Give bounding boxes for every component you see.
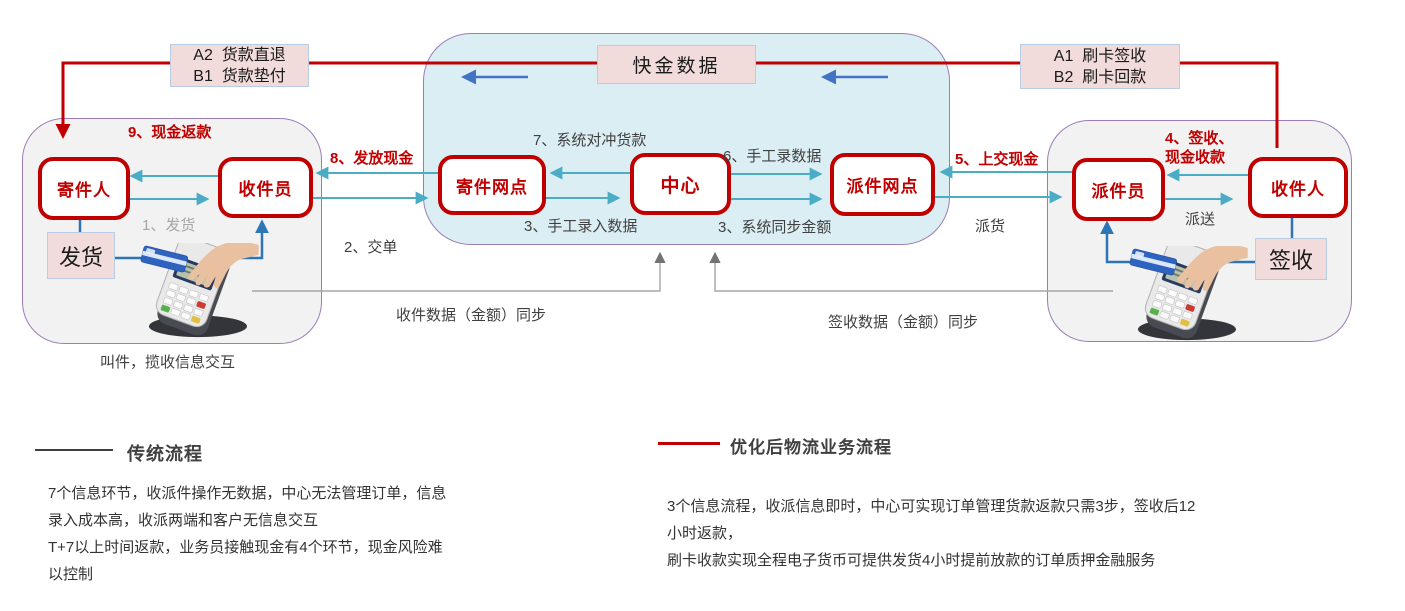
legend-optimized-line <box>658 442 720 445</box>
label-sign-sync: 签收数据（金额）同步 <box>828 314 979 331</box>
label-step6: 6、手工录数据 <box>723 148 822 165</box>
tag-refund-modes: A2 货款直退 B1 货款垫付 <box>170 44 309 87</box>
gray-sync-lines <box>252 251 1113 292</box>
node-dest-branch: 派件网点 <box>830 153 935 216</box>
node-origin-branch: 寄件网点 <box>438 155 546 215</box>
label-step3-manual: 3、手工录入数据 <box>524 218 638 235</box>
line-card-collection <box>1178 61 1279 148</box>
label-step1: 1、发货 <box>142 217 196 234</box>
line-sign-data-sync <box>709 251 1113 292</box>
label-step4: 4、签收、 现金收款 <box>1165 130 1234 166</box>
tag-card-modes: A1 刷卡签收 B2 刷卡回款 <box>1020 44 1180 89</box>
node-delivery-courier: 派件员 <box>1072 158 1165 221</box>
label-step3-sync: 3、系统同步金额 <box>718 219 832 236</box>
label-pickup-sync: 收件数据（金额）同步 <box>396 307 547 324</box>
label-dispatch: 派货 <box>975 218 1006 235</box>
teal-flow-arrows <box>122 165 1248 206</box>
traditional-description: 7个信息环节，收派件操作无数据，中心无法管理订单，信息 录入成本高，收派两端和客… <box>48 485 447 583</box>
label-step8: 8、发放现金 <box>330 150 414 167</box>
label-step5: 5、上交现金 <box>955 151 1039 168</box>
optimized-description: 3个信息流程，收派信息即时，中心可实现订单管理货款返款只需3步，签收后12 小时… <box>667 498 1196 569</box>
label-step7: 7、系统对冲货款 <box>533 132 647 149</box>
label-deliver: 派送 <box>1185 211 1216 228</box>
label-step9: 9、现金返款 <box>128 124 212 141</box>
node-center: 中心 <box>630 153 731 215</box>
node-pickup-courier: 收件员 <box>218 157 313 218</box>
box-sign-action: 签收 <box>1255 238 1327 280</box>
arrow-refund-to-sender <box>55 61 170 139</box>
node-sender: 寄件人 <box>38 157 130 220</box>
label-pickup-caption: 叫件，揽收信息交互 <box>100 354 236 371</box>
node-recipient: 收件人 <box>1248 157 1348 218</box>
box-ship-action: 发货 <box>47 232 115 279</box>
pos-terminal-icon <box>1122 246 1250 344</box>
line-pickup-data-sync <box>252 251 666 292</box>
legend-optimized-label: 优化后物流业务流程 <box>730 438 892 457</box>
tag-data-hub: 快金数据 <box>597 45 756 84</box>
legend-traditional-label: 传统流程 <box>127 444 203 464</box>
label-step2: 2、交单 <box>344 239 398 256</box>
pos-terminal-icon <box>133 243 261 341</box>
legend-traditional-line <box>35 449 113 451</box>
